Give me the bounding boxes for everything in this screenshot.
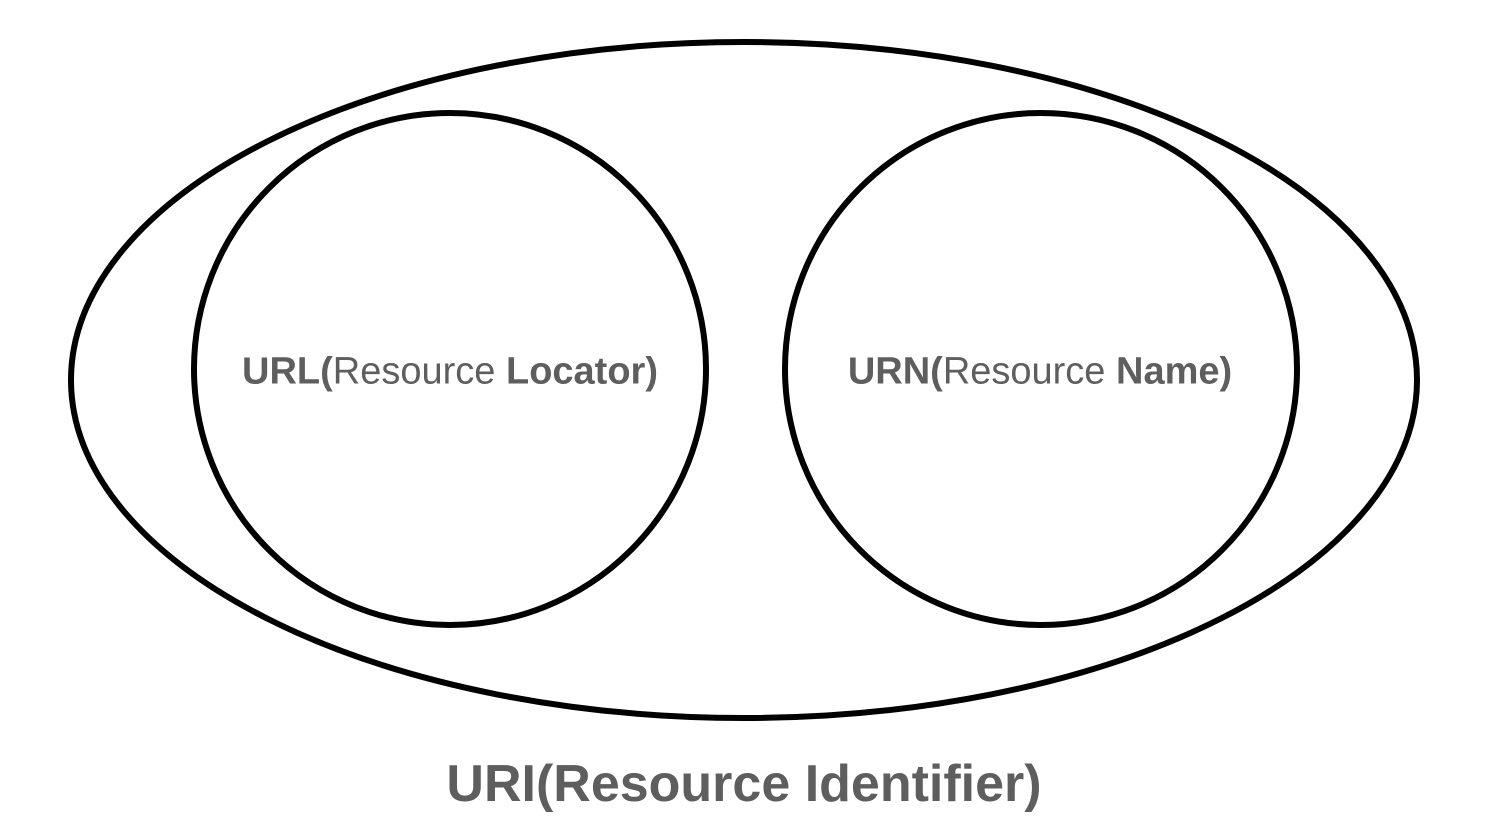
url-label-resource: Resource [332,350,506,393]
uri-label-text: Resource Identifier) [553,755,1042,813]
url-label-locator: Locator [505,350,646,393]
urn-circle [782,110,1300,628]
url-label-close: ) [645,350,658,393]
urn-label-close: ) [1219,350,1233,393]
url-label-prefix: URL( [242,350,333,393]
uri-outer-ellipse [68,39,1420,721]
urn-label-prefix: URN( [847,350,943,393]
url-label: URL(Resource Locator) [242,351,658,394]
urn-label: URN(Resource Name) [848,351,1232,394]
uri-label-prefix: URI( [446,755,554,813]
urn-label-resource: Resource [942,350,1117,393]
uri-label: URI(Resource Identifier) [446,754,1041,814]
url-circle [191,110,709,628]
urn-label-name: Name [1116,350,1220,393]
